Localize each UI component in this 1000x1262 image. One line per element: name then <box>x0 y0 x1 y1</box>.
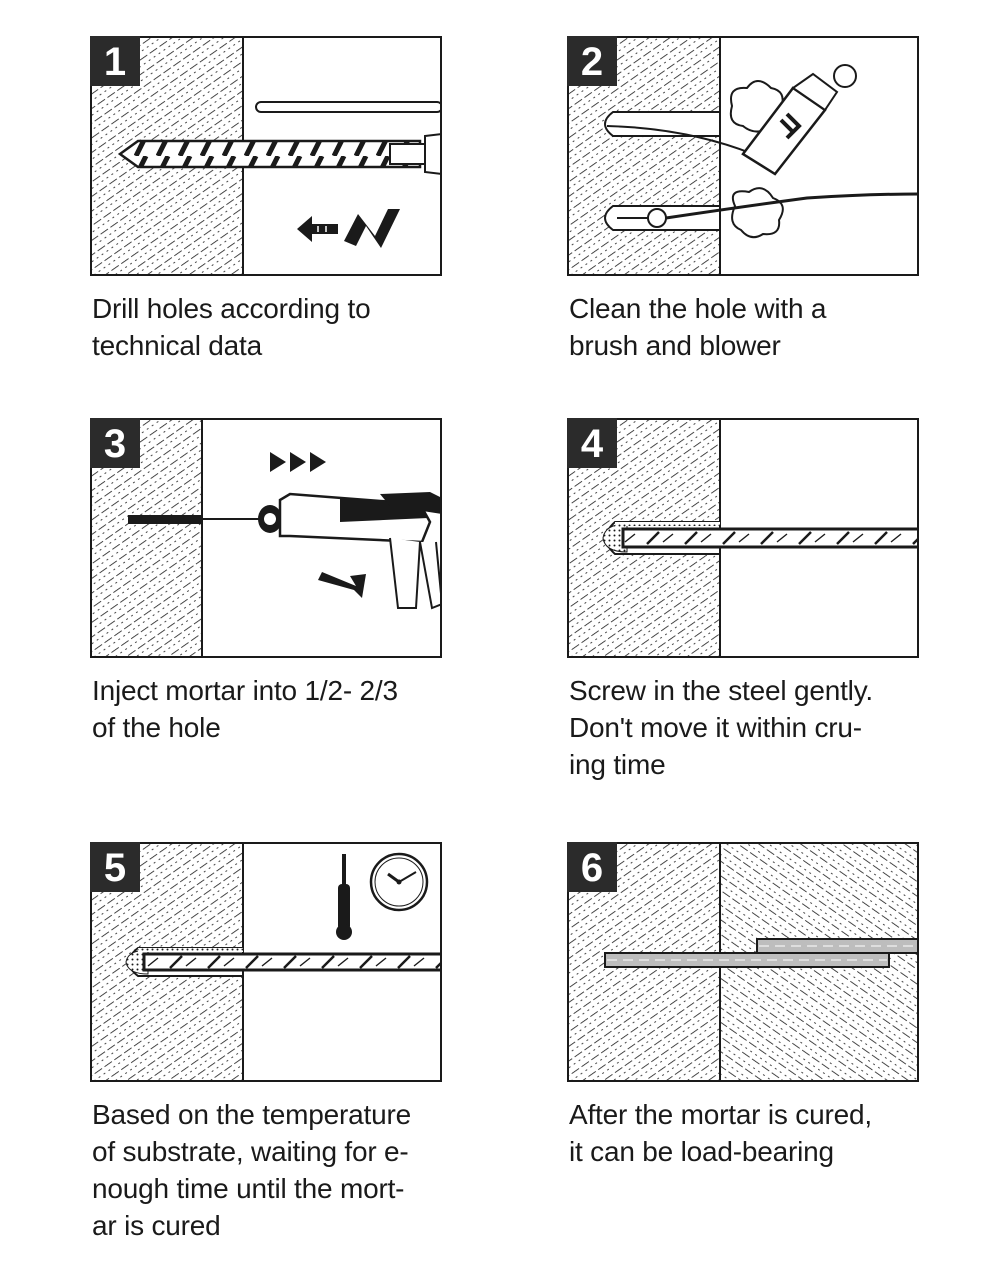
brush-blower-icon <box>606 64 919 228</box>
step-caption: Inject mortar into 1/2- 2/3 of the hole <box>92 675 398 743</box>
step-caption: Screw in the steel gently. Don't move it… <box>569 675 873 780</box>
drill-direction-arrow-icon <box>297 209 400 248</box>
step-number-badge: 1 <box>103 40 127 84</box>
step-caption: Based on the temperature of substrate, w… <box>92 1099 411 1241</box>
step-3-illustration: 3 <box>90 418 442 658</box>
steel-rod-icon <box>621 527 919 549</box>
injection-gun-icon <box>128 492 442 610</box>
thermometer-icon <box>336 854 352 940</box>
push-arrow-icon <box>318 572 366 598</box>
step-caption: After the mortar is cured, it can be loa… <box>569 1099 872 1167</box>
clock-icon <box>369 852 429 912</box>
step-number-badge: 5 <box>103 846 127 890</box>
step-caption: Clean the hole with a brush and blower <box>569 293 827 361</box>
step-number-badge: 2 <box>580 40 604 84</box>
step-2-illustration: 2 <box>567 36 919 276</box>
drill-icon <box>117 101 442 176</box>
load-bearing-icon <box>604 938 919 968</box>
step-caption: Drill holes according to technical data <box>92 293 371 361</box>
step-1-illustration: 1 <box>90 36 442 276</box>
step-6-illustration: 6 <box>567 842 919 1082</box>
step-number-badge: 6 <box>580 846 604 890</box>
step-5-illustration: 5 <box>90 842 442 1082</box>
step-number-badge: 3 <box>103 422 127 466</box>
forward-arrows-icon <box>270 452 326 472</box>
step-number-badge: 4 <box>580 422 604 466</box>
step-4-illustration: 4 <box>567 418 919 658</box>
